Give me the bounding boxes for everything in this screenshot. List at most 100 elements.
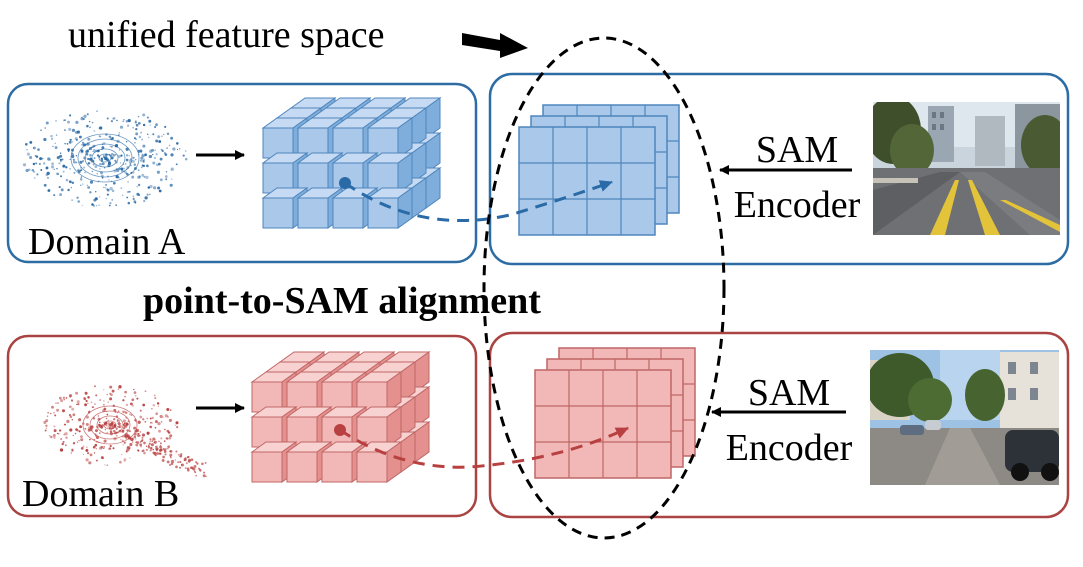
cloud-point [136, 397, 139, 400]
cloud-point [122, 444, 124, 446]
cloud-point [137, 183, 141, 187]
cloud-point [78, 135, 82, 139]
cloud-point [58, 186, 61, 189]
cloud-point [123, 458, 127, 462]
cloud-point [122, 399, 125, 402]
cloud-point [148, 136, 150, 139]
cloud-point [97, 180, 100, 183]
cloud-point [103, 167, 106, 169]
cloud-point [67, 148, 71, 152]
cloud-point [153, 441, 156, 444]
cloud-point [57, 432, 60, 435]
cloud-point [62, 440, 65, 443]
cloud-point [43, 183, 47, 187]
cloud-point [69, 415, 73, 419]
cloud-point [127, 118, 131, 123]
cloud-point [125, 168, 128, 171]
cloud-point [135, 443, 139, 447]
cloud-point [132, 441, 134, 443]
cloud-point [65, 397, 68, 399]
cloud-point [72, 442, 76, 445]
cloud-point [41, 157, 44, 160]
cloud-point [110, 422, 114, 425]
cloud-point [131, 159, 135, 163]
cloud-point [72, 434, 74, 437]
cloud-point [118, 410, 120, 412]
cloud-point [115, 175, 119, 179]
cloud-point [46, 176, 50, 179]
cloud-point [152, 448, 154, 451]
cloud-point [153, 186, 157, 190]
cloud-point [151, 407, 153, 410]
cloud-point [72, 160, 76, 164]
cloud-point [153, 156, 156, 160]
cloud-point [77, 169, 81, 174]
cloud-point [22, 163, 27, 167]
cloud-point [182, 154, 185, 157]
voxel-face [251, 451, 283, 483]
cloud-point [129, 442, 133, 447]
cloud-point [89, 453, 93, 457]
cloud-point [175, 163, 178, 166]
cloud-point [71, 448, 74, 451]
unified-feature-space-ellipse [482, 36, 726, 540]
cloud-point [203, 471, 206, 474]
cloud-point [51, 405, 54, 409]
cloud-point [63, 399, 65, 401]
cloud-point [81, 204, 83, 207]
cloud-point [155, 153, 158, 156]
domain-b-alignment-arrow [339, 426, 629, 469]
cloud-point [147, 186, 151, 189]
domain-a-encoder-label: Encoder [734, 184, 861, 226]
cloud-point [115, 415, 119, 418]
cloud-point [134, 121, 137, 124]
cloud-point [129, 158, 132, 161]
cloud-point [158, 140, 162, 143]
cloud-point [141, 138, 144, 141]
cloud-point [68, 127, 72, 131]
cloud-point [166, 407, 170, 412]
cloud-point [66, 419, 70, 424]
cloud-point [154, 149, 156, 151]
cloud-point [116, 411, 119, 414]
cloud-point [61, 409, 66, 413]
cloud-point [71, 407, 75, 411]
cloud-point [139, 440, 142, 443]
cloud-point [46, 415, 49, 418]
cloud-point [78, 439, 80, 442]
cloud-point [103, 446, 105, 448]
cloud-point [80, 149, 84, 153]
cloud-point [175, 450, 178, 453]
cloud-point [100, 174, 104, 178]
cloud-point [134, 141, 136, 144]
cloud-point [56, 432, 59, 435]
cloud-point [58, 429, 62, 432]
cloud-point [158, 189, 162, 193]
cloud-point [94, 403, 96, 405]
cloud-point [147, 444, 150, 447]
cloud-point [90, 401, 93, 404]
cloud-point [144, 153, 147, 157]
cloud-point [75, 154, 78, 157]
cloud-point [119, 167, 121, 170]
cloud-point [115, 434, 118, 437]
cloud-point [94, 190, 97, 193]
cloud-point [129, 162, 131, 165]
cloud-point [157, 402, 159, 404]
cloud-point [144, 390, 147, 393]
cloud-point [184, 467, 187, 469]
cloud-point [86, 151, 89, 154]
voxel-face [356, 451, 388, 483]
cloud-point [166, 147, 168, 149]
cloud-point [157, 421, 161, 426]
cloud-point [156, 452, 160, 455]
cloud-point [53, 168, 55, 171]
voxel-face [321, 451, 353, 483]
cloud-point [136, 185, 138, 188]
cloud-point [146, 193, 149, 196]
cloud-point [133, 388, 135, 391]
cloud-point [106, 410, 108, 413]
cloud-point [77, 200, 80, 203]
cloud-point [169, 449, 173, 453]
cloud-point [72, 413, 76, 417]
